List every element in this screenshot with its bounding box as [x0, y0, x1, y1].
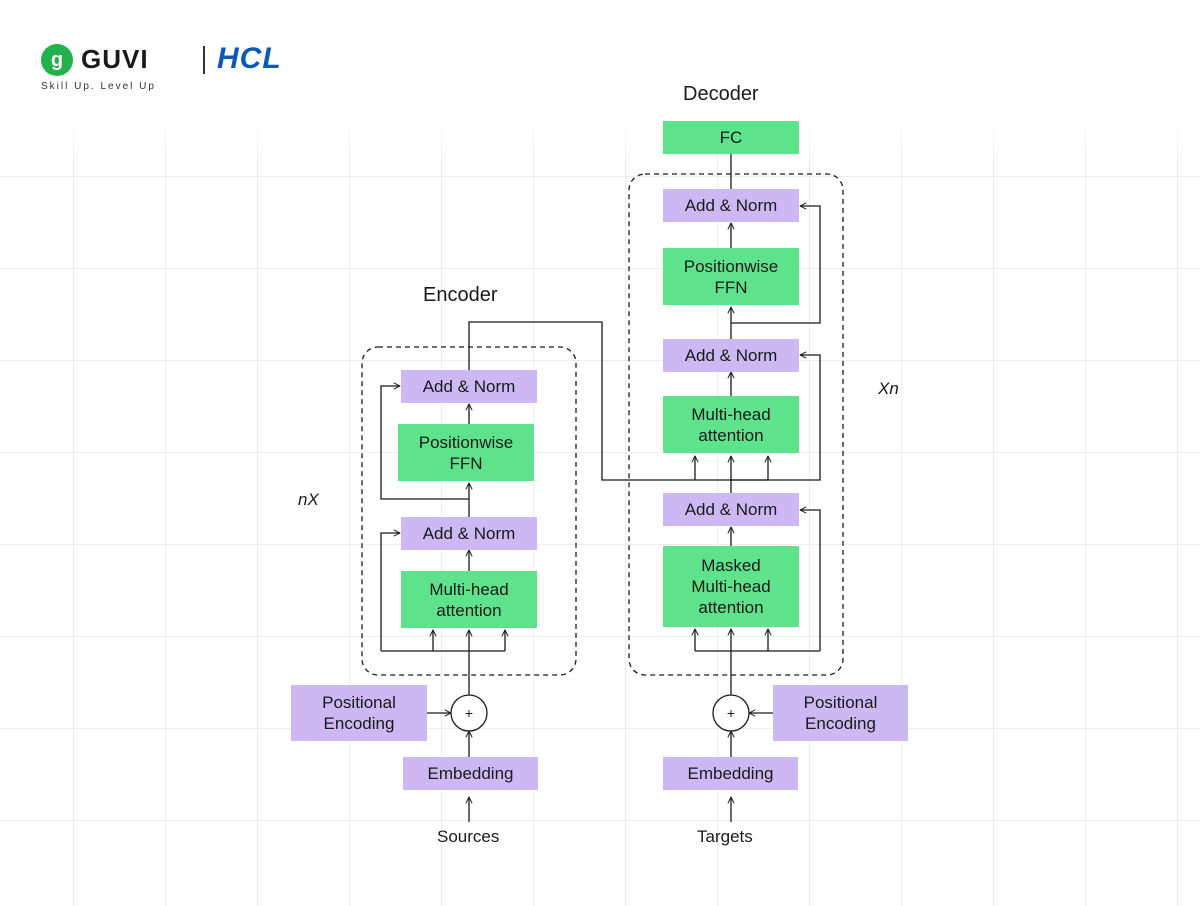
sources-label: Sources [437, 827, 500, 846]
decoder-residual-1 [800, 510, 821, 651]
decoder-positional-encoding: Positional Encoding [773, 685, 908, 741]
encoder-embedding: Embedding [403, 757, 538, 790]
decoder-residual-2 [730, 355, 821, 493]
encoder-residual-1 [380, 533, 400, 651]
encoder-positional-encoding: Positional Encoding [291, 685, 427, 741]
encoder-add-norm-bottom: Add & Norm [401, 517, 537, 550]
decoder-add-norm-middle: Add & Norm [663, 339, 799, 372]
decoder-residual-3 [731, 206, 821, 324]
guvi-logo-icon: g [41, 44, 73, 76]
decoder-masked-attention: Masked Multi-head attention [663, 546, 799, 627]
encoder-ffn: Positionwise FFN [398, 424, 534, 481]
hcl-wordmark: HCL [217, 42, 282, 75]
logo-tagline: Skill Up. Level Up [41, 81, 156, 92]
encoder-output-to-decoder [468, 321, 768, 481]
encoder-residual-2 [380, 386, 469, 500]
header-area [0, 0, 1200, 160]
decoder-cross-attention: Multi-head attention [663, 396, 799, 453]
encoder-title: Encoder [423, 284, 498, 306]
decoder-ffn: Positionwise FFN [663, 248, 799, 305]
encoder-add-norm-top: Add & Norm [401, 370, 537, 403]
decoder-plus-symbol: + [726, 704, 736, 721]
guvi-hcl-logo: g GUVI HCL Skill Up. Level Up [41, 42, 321, 94]
decoder-embedding: Embedding [663, 757, 798, 790]
encoder-plus-symbol: + [464, 704, 474, 721]
targets-label: Targets [697, 827, 753, 846]
decoder-add-norm-bottom: Add & Norm [663, 493, 799, 526]
decoder-repeat-label: Xn [878, 379, 899, 398]
decoder-title: Decoder [683, 83, 759, 105]
guvi-wordmark: GUVI [81, 44, 149, 74]
logo-divider [203, 46, 205, 74]
encoder-repeat-label: nX [298, 490, 319, 509]
encoder-multihead-attention: Multi-head attention [401, 571, 537, 628]
decoder-add-norm-top: Add & Norm [663, 189, 799, 222]
decoder-repeat-block [628, 173, 844, 676]
decoder-fc: FC [663, 121, 799, 154]
